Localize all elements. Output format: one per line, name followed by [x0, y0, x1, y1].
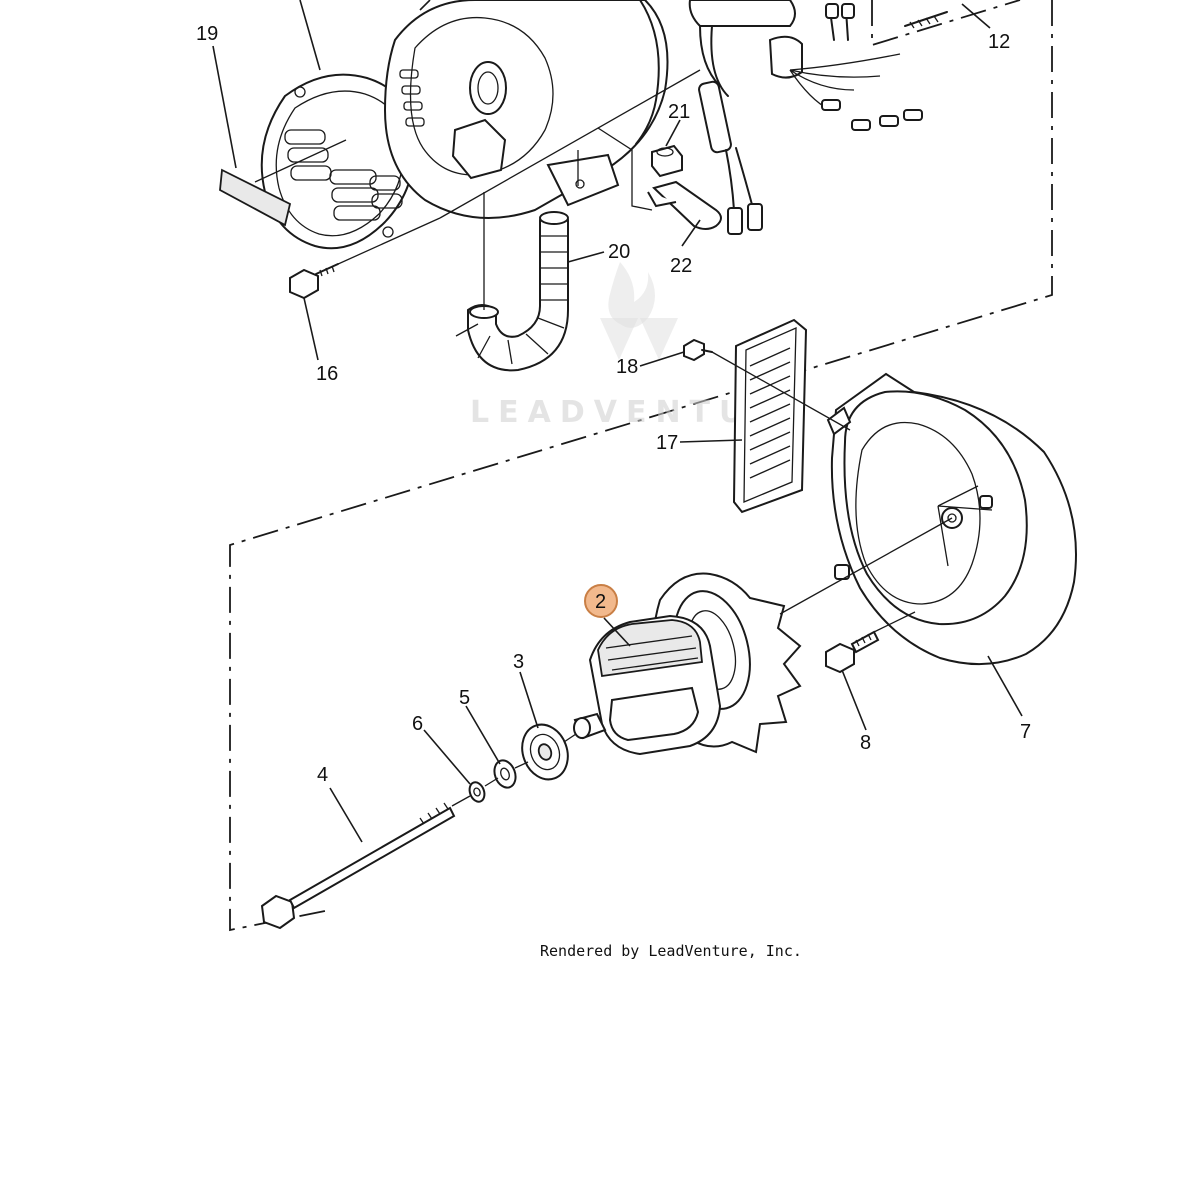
- assembly-boundary: [229, 0, 1053, 932]
- callout-2[interactable]: 2: [595, 591, 606, 613]
- part-21-nut[interactable]: [651, 144, 683, 178]
- callout-4[interactable]: 4: [317, 764, 328, 786]
- callout-12[interactable]: 12: [988, 31, 1010, 53]
- callout-20[interactable]: 20: [608, 241, 630, 263]
- part-19-label[interactable]: [219, 168, 292, 227]
- part-20-flexible-tube[interactable]: [455, 211, 569, 372]
- callout-labels: 19 12 21 20 22 16 18 17 2 3 5 6 4 8 7: [196, 23, 1031, 786]
- callout-17[interactable]: 17: [656, 432, 678, 454]
- callout-7[interactable]: 7: [1020, 721, 1031, 743]
- part-3-bearing[interactable]: [515, 718, 575, 786]
- part-7-fan-housing[interactable]: [826, 372, 1077, 666]
- part-19-end-cover[interactable]: [260, 73, 415, 250]
- part-22-bracket[interactable]: [647, 180, 722, 230]
- generator-housing[interactable]: [383, 0, 669, 219]
- alignment-lines: [254, 69, 953, 807]
- part-16-bolt[interactable]: [289, 263, 339, 300]
- callout-3[interactable]: 3: [513, 651, 524, 673]
- callout-8[interactable]: 8: [860, 732, 871, 754]
- part-22-capacitor-leads[interactable]: [698, 80, 763, 235]
- callout-21[interactable]: 21: [668, 101, 690, 123]
- callout-6[interactable]: 6: [412, 713, 423, 735]
- callout-2-highlight[interactable]: [584, 584, 618, 618]
- part-18-screw[interactable]: [683, 338, 713, 362]
- callout-5[interactable]: 5: [459, 687, 470, 709]
- render-credit: Rendered by LeadVenture, Inc.: [540, 942, 802, 960]
- callout-19[interactable]: 19: [196, 23, 218, 45]
- part-8-bolt[interactable]: [825, 630, 880, 674]
- callout-22[interactable]: 22: [670, 255, 692, 277]
- part-4-through-bolt[interactable]: [260, 802, 456, 930]
- part-6-lock-washer[interactable]: [467, 780, 487, 804]
- part-5-washer[interactable]: [491, 757, 519, 790]
- part-17-grille-panel[interactable]: [732, 318, 808, 514]
- leader-lines: [212, 0, 1023, 843]
- part-12-bolt[interactable]: [904, 11, 948, 29]
- part-2-rotor-assembly[interactable]: [573, 572, 802, 756]
- callout-16[interactable]: 16: [316, 363, 338, 385]
- callout-18[interactable]: 18: [616, 356, 638, 378]
